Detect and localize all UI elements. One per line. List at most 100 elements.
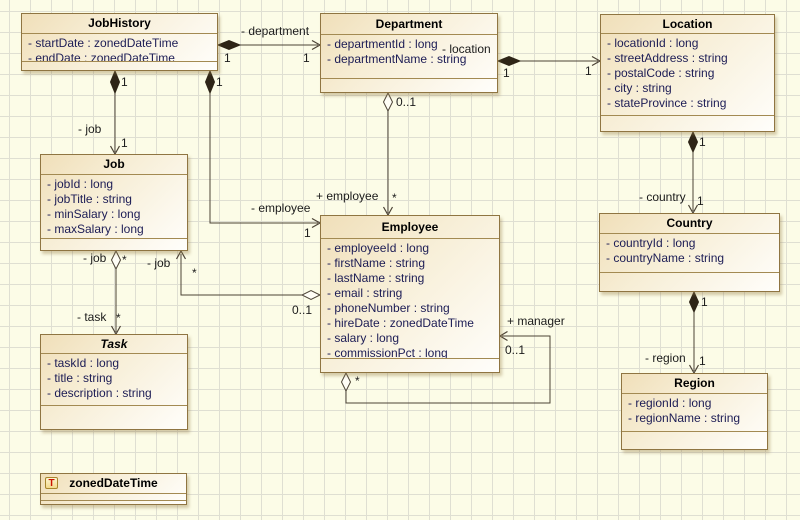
assoc-mult: 1 bbox=[699, 354, 706, 368]
operations-compartment bbox=[41, 405, 187, 429]
attribute: - locationId : long bbox=[607, 36, 699, 50]
assoc-mult: 1 bbox=[699, 135, 706, 149]
association-jobhistory-job[interactable] bbox=[109, 69, 121, 156]
attribute: - streetAddress : string bbox=[607, 51, 728, 65]
assoc-role-job: - job bbox=[83, 251, 107, 265]
assoc-mult: 1 bbox=[304, 226, 311, 240]
assoc-mult: * bbox=[192, 266, 197, 280]
attribute: - endDate : zonedDateTime bbox=[28, 51, 175, 61]
composition-diamond bbox=[688, 290, 700, 314]
attribute: - countryName : string bbox=[606, 251, 725, 265]
edge-line bbox=[209, 93, 318, 224]
assoc-name-job2: - job bbox=[147, 256, 171, 270]
operations-compartment bbox=[22, 61, 217, 70]
class-title: Task bbox=[41, 335, 187, 354]
operations-compartment bbox=[622, 431, 767, 449]
attribute: - minSalary : long bbox=[47, 207, 141, 221]
attribute: - jobId : long bbox=[47, 177, 114, 191]
aggregation-diamond bbox=[110, 249, 122, 271]
association-jobhistory-department[interactable] bbox=[216, 39, 322, 51]
arrowhead bbox=[498, 330, 508, 342]
assoc-mult: 1 bbox=[503, 66, 510, 80]
assoc-mult: 1 bbox=[224, 51, 231, 65]
attribute: - taskId : long bbox=[47, 356, 120, 370]
class-job[interactable]: Job - jobId : long - jobTitle : string -… bbox=[40, 154, 188, 251]
datatype-icon: T bbox=[45, 477, 58, 489]
datatype-name: zonedDateTime bbox=[69, 476, 158, 490]
assoc-mult: 1 bbox=[303, 51, 310, 65]
aggregation-diamond bbox=[340, 371, 352, 393]
attribute: - firstName : string bbox=[327, 256, 426, 270]
attribute: - maxSalary : long bbox=[47, 222, 144, 236]
attribute: - departmentId : long bbox=[327, 37, 438, 51]
composition-diamond bbox=[216, 39, 242, 51]
attribute: - lastName : string bbox=[327, 271, 425, 285]
class-location[interactable]: Location - locationId : long - streetAdd… bbox=[600, 14, 775, 132]
association-employee-job[interactable] bbox=[175, 249, 322, 301]
assoc-mult: * bbox=[122, 253, 127, 267]
association-employee-manager[interactable] bbox=[340, 330, 551, 404]
class-jobhistory[interactable]: JobHistory - startDate : zonedDateTime -… bbox=[21, 13, 218, 71]
class-attributes: - regionId : long - regionName : string bbox=[622, 394, 767, 431]
attribute: - stateProvince : string bbox=[607, 96, 727, 110]
attribute: - jobTitle : string bbox=[47, 192, 132, 206]
assoc-mult: * bbox=[116, 311, 121, 325]
class-attributes: - taskId : long - title : string - descr… bbox=[41, 354, 187, 405]
assoc-name-employee-public: + employee bbox=[316, 189, 379, 203]
class-title: JobHistory bbox=[22, 14, 217, 34]
operations-compartment bbox=[600, 272, 779, 291]
class-employee[interactable]: Employee - employeeId : long - firstName… bbox=[320, 215, 500, 373]
edge-line bbox=[345, 335, 551, 404]
attribute: - regionName : string bbox=[628, 411, 741, 425]
class-title: Department bbox=[321, 14, 497, 35]
class-title: Job bbox=[41, 155, 187, 175]
aggregation-diamond bbox=[300, 289, 322, 301]
assoc-name-country: - country bbox=[639, 190, 686, 204]
class-department[interactable]: Department - departmentId : long - depar… bbox=[320, 13, 498, 93]
composition-diamond bbox=[109, 69, 121, 95]
attribute: - email : string bbox=[327, 286, 403, 300]
association-location-country[interactable] bbox=[687, 130, 699, 215]
datatype-title: T zonedDateTime bbox=[41, 474, 186, 494]
attribute: - title : string bbox=[47, 371, 113, 385]
attribute: - regionId : long bbox=[628, 396, 712, 410]
assoc-name-department: - department bbox=[241, 24, 310, 38]
operations-compartment bbox=[321, 78, 497, 92]
attribute: - description : string bbox=[47, 386, 152, 400]
class-attributes: - startDate : zonedDateTime - endDate : … bbox=[22, 34, 217, 61]
class-task[interactable]: Task - taskId : long - title : string - … bbox=[40, 334, 188, 430]
association-department-location[interactable] bbox=[496, 55, 602, 67]
class-title: Location bbox=[601, 15, 774, 34]
operations-compartment bbox=[601, 115, 774, 131]
aggregation-diamond bbox=[382, 91, 394, 113]
attribute: - phoneNumber : string bbox=[327, 301, 450, 315]
attribute: - postalCode : string bbox=[607, 66, 715, 80]
attribute: - startDate : zonedDateTime bbox=[28, 36, 179, 50]
class-title: Employee bbox=[321, 216, 499, 239]
assoc-mult: 1 bbox=[701, 295, 708, 309]
association-country-region[interactable] bbox=[688, 290, 700, 375]
class-region[interactable]: Region - regionId : long - regionName : … bbox=[621, 373, 768, 450]
assoc-mult: 0..1 bbox=[505, 343, 526, 357]
attribute: - employeeId : long bbox=[327, 241, 430, 255]
assoc-mult: * bbox=[392, 191, 397, 205]
association-job-task[interactable] bbox=[110, 249, 122, 336]
assoc-mult: 1 bbox=[121, 75, 128, 89]
attribute: - hireDate : zonedDateTime bbox=[327, 316, 474, 330]
assoc-mult: 0..1 bbox=[396, 95, 417, 109]
assoc-mult: 0..1 bbox=[292, 303, 313, 317]
assoc-mult: 1 bbox=[216, 75, 223, 89]
class-title: Country bbox=[600, 214, 779, 234]
datatype-zoneddatetime[interactable]: T zonedDateTime bbox=[40, 473, 187, 505]
assoc-name-job: - job bbox=[78, 122, 102, 136]
class-country[interactable]: Country - countryId : long - countryName… bbox=[599, 213, 780, 292]
assoc-name-location: - location bbox=[442, 42, 491, 56]
edge-line bbox=[180, 254, 302, 296]
composition-diamond bbox=[204, 69, 216, 95]
assoc-role-task: - task bbox=[77, 310, 107, 324]
composition-diamond bbox=[496, 55, 522, 67]
attribute: - city : string bbox=[607, 81, 672, 95]
assoc-mult: 1 bbox=[121, 136, 128, 150]
operations-compartment bbox=[41, 238, 187, 250]
